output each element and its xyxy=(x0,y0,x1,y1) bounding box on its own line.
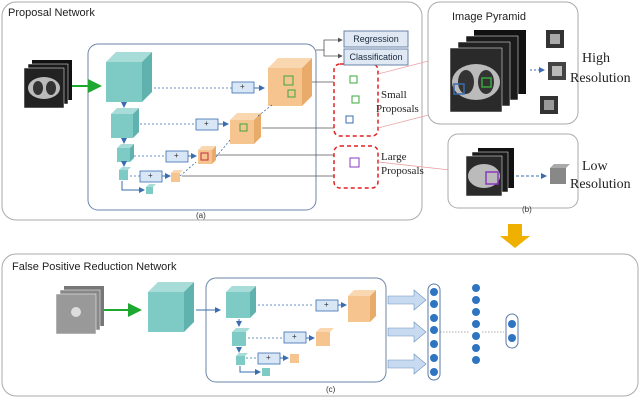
encoder-cube-5 xyxy=(146,184,156,194)
output-layer-nodes xyxy=(508,320,516,342)
low-res-crop xyxy=(550,164,570,184)
plus-sign-c-1: + xyxy=(324,300,329,309)
encoder-cube-2 xyxy=(111,108,139,138)
plus-sign-a-1: + xyxy=(240,82,245,91)
pyramid-crop-2 xyxy=(548,62,566,80)
fpr-teal-cube-2 xyxy=(226,286,256,318)
low-resolution-label-2: Resolution xyxy=(570,177,631,192)
fpr-orange-cube-3 xyxy=(290,354,299,363)
small-proposals-label-1: Small xyxy=(381,89,407,101)
ct-pyramid-stack-low xyxy=(465,148,514,197)
fc-layer-1-nodes xyxy=(430,288,438,376)
plus-sign-a-4: + xyxy=(148,171,153,180)
down-arrow xyxy=(500,224,530,248)
decoder-cube-3 xyxy=(198,146,216,164)
small-proposals-box xyxy=(333,63,379,137)
decoder-cube-1 xyxy=(268,58,312,106)
encoder-cube-1 xyxy=(106,52,152,102)
low-resolution-label-1: Low xyxy=(582,159,608,174)
plus-sign-c-2: + xyxy=(292,332,297,341)
large-proposals-label-1: Large xyxy=(381,151,407,163)
panel-b-caption: (b) xyxy=(522,205,532,214)
plus-sign-a-2: + xyxy=(204,119,209,128)
fpr-teal-cube-big xyxy=(148,282,194,332)
panel-c-title: False Positive Reduction Network xyxy=(12,261,177,273)
fpr-teal-cube-5 xyxy=(262,368,270,376)
ct-patch-stack-c xyxy=(55,286,104,335)
classification-label: Classification xyxy=(349,52,403,62)
output-layer-frame xyxy=(505,313,519,349)
fc-layer-2-nodes xyxy=(472,284,480,364)
encoder-cube-4 xyxy=(119,167,131,180)
fpr-teal-cube-4 xyxy=(236,353,248,365)
fpr-orange-cube-1 xyxy=(348,290,376,322)
pyramid-crop-1 xyxy=(546,30,564,48)
fpr-orange-cube-2 xyxy=(316,328,334,346)
panel-a-title: Proposal Network xyxy=(8,7,95,19)
high-resolution-label-2: Resolution xyxy=(570,71,631,86)
plus-sign-c-3: + xyxy=(266,353,271,362)
regression-box-bg xyxy=(343,30,409,48)
ct-pyramid-stack-high xyxy=(449,30,526,113)
pyramid-crop-3 xyxy=(540,96,558,114)
panel-c-caption: (c) xyxy=(326,385,336,394)
regression-label: Regression xyxy=(353,34,399,44)
large-proposals-label-2: Proposals xyxy=(381,165,424,177)
ct-input-stack-a xyxy=(23,60,72,109)
panel-b-title: Image Pyramid xyxy=(452,11,526,23)
fpr-teal-cube-3 xyxy=(232,328,250,346)
panel-a-caption: (a) xyxy=(196,211,206,220)
small-proposals-label-2: Proposals xyxy=(376,103,419,115)
plus-sign-a-3: + xyxy=(174,151,179,160)
decoder-cube-4 xyxy=(171,170,183,182)
classification-box-bg xyxy=(343,48,409,66)
decoder-cube-2 xyxy=(230,113,261,144)
high-resolution-label-1: High xyxy=(582,51,610,66)
encoder-cube-3 xyxy=(117,144,134,162)
